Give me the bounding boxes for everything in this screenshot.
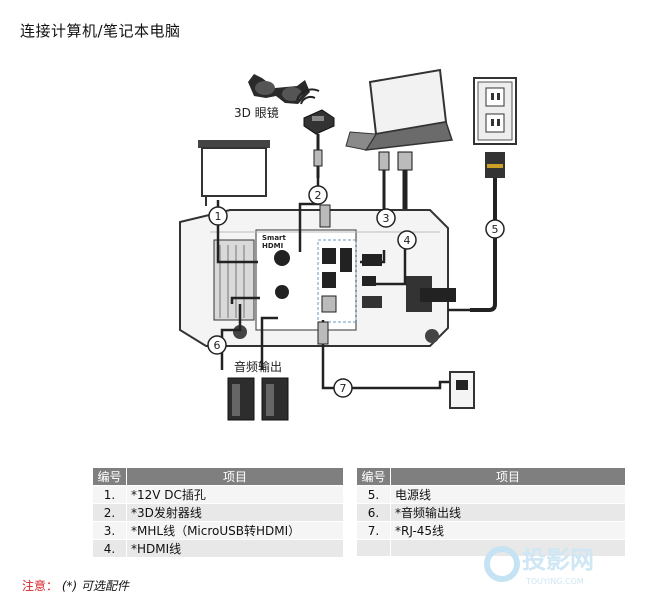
page-title: 连接计算机/笔记本电脑 — [20, 22, 181, 40]
row-item: *MHL线（MicroUSB转HDMI） — [126, 521, 344, 540]
table-row: 5. 电源线 — [356, 485, 626, 504]
row-number: 5. — [356, 485, 391, 504]
glasses-label: 3D 眼镜 — [234, 105, 279, 120]
accessory-table-left: 编号 项目 1. *12V DC插孔 2. *3D发射器线 3. *MHL线（M… — [92, 467, 344, 558]
callout-4: 4 — [397, 230, 417, 250]
table-row: 3. *MHL线（MicroUSB转HDMI） — [92, 521, 344, 540]
table-row: 6. *音频输出线 — [356, 503, 626, 522]
power-plug-icon — [470, 152, 505, 312]
speaker-left-icon — [227, 377, 255, 421]
row-item: *RJ-45线 — [390, 521, 626, 540]
callout-5: 5 — [485, 219, 505, 239]
3d-emitter-icon — [303, 109, 335, 178]
watermark-text: 投影网 — [522, 546, 594, 574]
audio-out-label: 音频输出 — [234, 359, 282, 374]
callout-3: 3 — [376, 208, 396, 228]
watermark-logo: 投影网 TOUYING.COM — [484, 546, 594, 586]
projector-icon — [179, 209, 456, 347]
row-number — [356, 539, 391, 557]
table-row: 1. *12V DC插孔 — [92, 485, 344, 504]
row-number: 3. — [92, 521, 127, 540]
wall-outlet-icon — [473, 77, 517, 145]
network-jack-icon — [449, 371, 475, 409]
3d-glasses-icon — [248, 74, 310, 104]
note-text: (*) 可选配件 — [61, 579, 130, 593]
row-item: *HDMI线 — [126, 539, 344, 558]
accessory-table-right: 编号 项目 5. 电源线 6. *音频输出线 7. *RJ-45线 — [356, 467, 626, 557]
smart-port-label: Smart — [262, 234, 287, 242]
row-number: 6. — [356, 503, 391, 522]
svg-text:7: 7 — [340, 382, 347, 395]
callout-2: 2 — [308, 185, 328, 205]
projection-screen-icon — [198, 140, 270, 206]
row-number: 1. — [92, 485, 127, 504]
watermark-subtext: TOUYING.COM — [525, 577, 584, 586]
svg-text:3: 3 — [383, 212, 390, 225]
row-item: *3D发射器线 — [126, 503, 344, 522]
svg-text:1: 1 — [215, 210, 222, 223]
table-row: 4. *HDMI线 — [92, 539, 344, 558]
svg-text:2: 2 — [315, 189, 322, 202]
footnote: 注意： (*) 可选配件 — [22, 577, 129, 594]
laptop-icon — [345, 68, 454, 151]
callout-6: 6 — [207, 335, 227, 355]
row-item: *12V DC插孔 — [126, 485, 344, 504]
header-number: 编号 — [356, 467, 391, 486]
header-item: 项目 — [390, 467, 626, 486]
row-number: 2. — [92, 503, 127, 522]
speaker-right-icon — [261, 377, 289, 421]
svg-text:5: 5 — [492, 223, 499, 236]
row-number: 4. — [92, 539, 127, 558]
note-label: 注意： — [22, 579, 59, 593]
svg-text:4: 4 — [404, 234, 411, 247]
rj45-plug-icon — [317, 321, 329, 345]
usb-plug-icon — [319, 204, 331, 228]
header-item: 项目 — [126, 467, 344, 486]
connection-diagram: 3D 眼镜 — [179, 68, 517, 421]
table-row: 7. *RJ-45线 — [356, 521, 626, 540]
header-number: 编号 — [92, 467, 127, 486]
row-item: 电源线 — [390, 485, 626, 504]
row-item: *音频输出线 — [390, 503, 626, 522]
row-number: 7. — [356, 521, 391, 540]
svg-text:6: 6 — [214, 339, 221, 352]
callout-7: 7 — [333, 378, 353, 398]
callout-1: 1 — [208, 206, 228, 226]
wireless-signal-icon — [296, 88, 320, 105]
table-row: 2. *3D发射器线 — [92, 503, 344, 522]
hdmi-port-label: HDMI — [262, 242, 283, 250]
